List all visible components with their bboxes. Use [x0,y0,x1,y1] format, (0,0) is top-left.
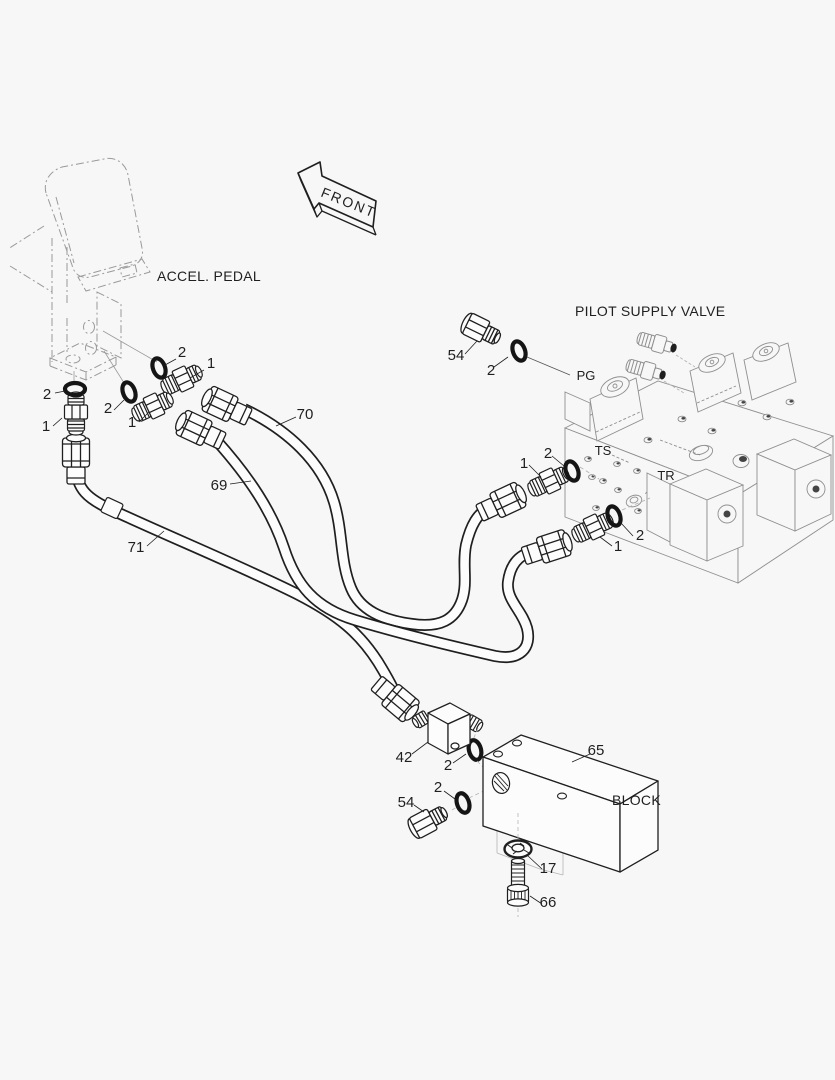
valve-top-connector [623,356,669,385]
callout-2-valve-lower: 2 [636,527,644,544]
front-arrow-face [297,161,377,228]
valve-top-connector [634,329,680,358]
callout-65-block: 65 [588,742,605,759]
bottom-solenoid [755,438,833,532]
block-right-face [619,780,659,873]
hose-71-elbow-nut [61,433,91,485]
callout-1-pedal-left: 1 [42,418,50,435]
hose-crimp-band [100,497,124,519]
hose-71 [70,465,404,703]
junction-block [482,734,659,876]
bracket-hole [85,341,97,355]
callout-54-top: 54 [448,347,465,364]
accel-pedal-label: ACCEL. PEDAL [157,268,261,284]
o-ring-pedal-left [65,383,85,395]
callout-2-pedal-lower: 2 [104,400,112,417]
pg-assembly-line [526,356,571,376]
plug-top [457,310,506,350]
solenoid [743,342,797,401]
o-ring-pedal-upper [150,357,168,380]
pedal-floor-flange [48,342,118,381]
pilot-supply-valve-label: PILOT SUPPLY VALVE [575,303,725,319]
callout-17-washer: 17 [540,860,557,877]
callout-2-tee: 2 [444,757,452,774]
o-ring-pedal-lower [120,381,138,404]
pedal-bracket [51,238,122,362]
block-hole [556,792,568,800]
port-label-ts: TS [595,443,612,458]
callout-2-top-plug: 2 [487,362,495,379]
callout-1-pedal-upper: 1 [207,355,215,372]
pedal-pad [44,157,143,278]
callout-2-pedal-upper: 2 [178,344,186,361]
block-hole [492,750,504,758]
adapter-fitting-pedal-left [63,391,89,436]
callout-hose-71: 71 [128,539,145,556]
port-label-pg: PG [577,368,596,383]
callout-1-valve-upper: 1 [520,455,528,472]
front-direction-arrow: FRONT [297,161,379,236]
block-threaded-port [491,771,511,795]
pedal-base-plate [77,258,151,292]
hose-69 [211,435,535,664]
callout-leader-lines [52,340,634,905]
callout-42-tee: 42 [396,749,413,766]
bracket-hole [83,320,95,334]
tee-fitting [409,702,486,755]
block-label: BLOCK [612,792,661,808]
hose-69-valve-end-nut [518,527,576,570]
callout-1-valve-lower: 1 [614,538,622,555]
callout-2-valve-upper: 2 [544,445,552,462]
pilot-supply-valve [563,329,835,584]
callout-hose-69: 69 [211,477,228,494]
hose-70 [241,403,491,631]
socket-bolt [506,857,530,907]
callout-66-bolt: 66 [540,894,557,911]
callout-54-bottom: 54 [398,794,415,811]
bottom-solenoid [646,468,745,562]
o-ring-bottom-plug [454,792,472,815]
accel-pedal-assembly [7,157,151,381]
port-label-tr: TR [657,468,674,483]
callout-1-pedal-lower: 1 [128,414,136,431]
o-ring-top-plug [510,340,528,363]
callout-hose-70: 70 [297,406,314,423]
block-hole [511,739,523,747]
callout-2-bottom-plug: 2 [434,779,442,796]
hose-70-valve-end-nut [473,479,531,527]
spring-washer [503,839,533,859]
callout-2-pedal-left: 2 [43,386,51,403]
pg-solenoid [589,376,644,442]
solenoid [689,352,742,413]
